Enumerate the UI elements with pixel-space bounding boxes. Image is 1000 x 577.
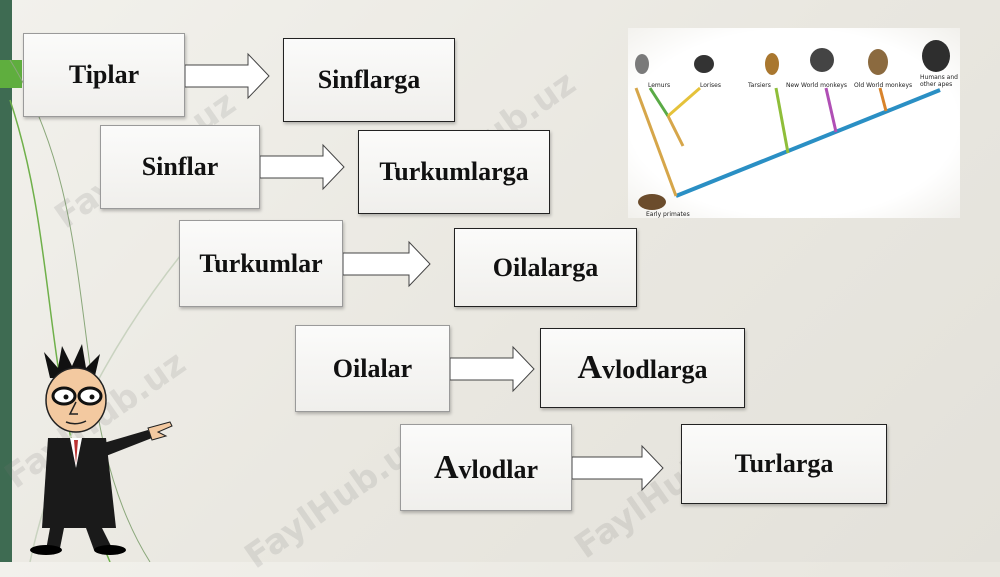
primate-tree-drawing (634, 40, 950, 210)
arrow-right (260, 143, 345, 191)
photo-label: New World monkeys (786, 82, 848, 89)
professor-cartoon (30, 344, 173, 555)
target-label: Oilalarga (492, 252, 599, 282)
source-box-tiplar: Tiplar (23, 33, 185, 117)
target-label-initial: A (577, 349, 603, 386)
photo-label: Humans and other apes (920, 74, 958, 88)
photo-label: Old World monkeys (854, 82, 913, 89)
arrow-right (343, 240, 431, 288)
source-label: Oilalar (332, 353, 413, 383)
left-accent-bar (0, 0, 12, 562)
target-label: Avlodlarga (577, 349, 707, 387)
left-accent-tab (0, 60, 22, 88)
source-label-rest: vlodlar (458, 454, 538, 484)
photo-label: Lemurs (648, 82, 671, 89)
target-label: Sinflarga (317, 65, 421, 94)
photo-label: Tarsiers (748, 82, 771, 89)
photo-label: Early primates (646, 211, 690, 218)
target-label-rest: vlodlarga (602, 355, 708, 384)
arrow-right (185, 52, 270, 100)
source-label: Sinflar (141, 152, 219, 181)
source-label: Tiplar (68, 60, 140, 89)
arrow-right (450, 345, 535, 393)
photo-label: Lorises (700, 82, 721, 89)
arrow-right (572, 444, 664, 492)
source-box-avlodlar: Avlodlar (400, 424, 572, 511)
source-label-initial: A (433, 448, 459, 486)
target-box-avlodlarga: Avlodlarga (540, 328, 745, 408)
target-box-turkumlarga: Turkumlarga (358, 130, 550, 214)
primate-evolution-image: Lemurs Lorises Tarsiers New World monkey… (628, 28, 960, 218)
source-label: Turkumlar (199, 248, 323, 278)
source-box-oilalar: Oilalar (295, 325, 450, 412)
target-label: Turlarga (734, 449, 834, 478)
source-label: Avlodlar (434, 449, 538, 487)
target-box-turlarga: Turlarga (681, 424, 887, 504)
target-label: Turkumlarga (379, 157, 529, 186)
source-box-turkumlar: Turkumlar (179, 220, 343, 307)
target-box-sinflarga: Sinflarga (283, 38, 455, 122)
source-box-sinflar: Sinflar (100, 125, 260, 209)
target-box-oilalarga: Oilalarga (454, 228, 637, 307)
